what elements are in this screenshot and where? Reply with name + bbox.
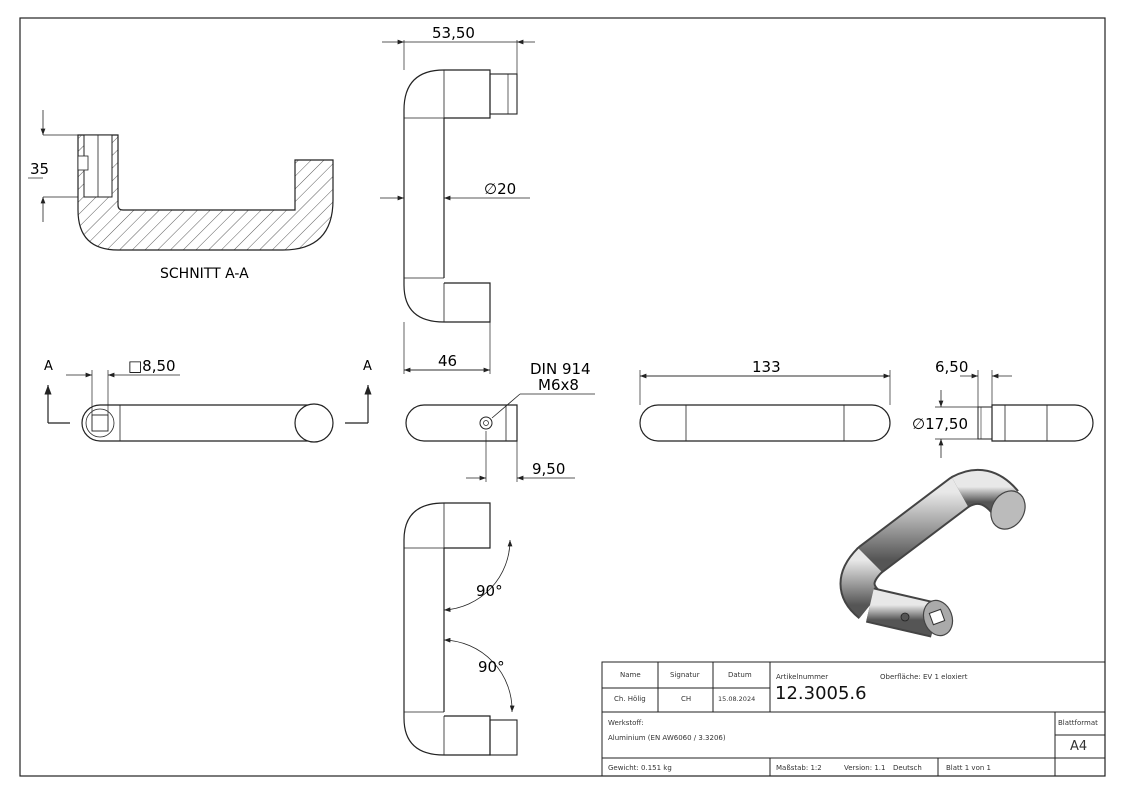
screw-position-dim: 9,50: [532, 460, 565, 478]
section-title: SCHNITT A-A: [160, 266, 249, 282]
screw-norm: DIN 914: [530, 360, 591, 378]
side-view-bottom: 90° 90°: [403, 502, 518, 756]
section-marker-left: A: [44, 359, 53, 374]
tb-article-label: Artikelnummer: [776, 673, 829, 681]
top-width-dim: 53,50: [432, 24, 475, 42]
handle-diameter-dim: ∅20: [484, 180, 516, 198]
tb-date-value: 15.08.2024: [718, 695, 756, 703]
side-view-top: 53,50 ∅20 46: [380, 24, 535, 374]
tb-language: Deutsch: [893, 764, 922, 772]
rosette-width-dim: 6,50: [935, 358, 968, 376]
tb-signature-value: CH: [681, 695, 692, 703]
grub-screw: [77, 155, 89, 171]
angle-bottom-dim: 90°: [478, 658, 505, 676]
leg-length-dim: 46: [438, 352, 457, 370]
angle-top-dim: 90°: [476, 582, 503, 600]
front-view-left: A A □8,50: [44, 357, 372, 443]
tb-weight: Gewicht: 0.151 kg: [608, 764, 672, 772]
top-view-right: 133: [639, 358, 891, 442]
section-marker-right: A: [363, 359, 372, 374]
isometric-render: [839, 468, 1026, 638]
tb-format-value: A4: [1070, 739, 1088, 754]
tb-material-label: Werkstoff:: [608, 719, 644, 727]
tb-scale: Maßstab: 1:2: [776, 764, 822, 772]
tb-surface: Oberfläche: EV 1 eloxiert: [880, 673, 968, 681]
sheet-border: [19, 17, 1106, 777]
tb-signature-header: Signatur: [670, 671, 700, 679]
tb-name-header: Name: [620, 671, 641, 679]
section-depth-label: 35: [30, 160, 49, 178]
total-length-dim: 133: [752, 358, 781, 376]
tb-material-value: Aluminium (EN AW6060 / 3.3206): [608, 734, 726, 742]
tb-format-label: Blattformat: [1058, 719, 1098, 727]
tb-date-header: Datum: [728, 671, 752, 679]
rosette-diameter-dim: ∅17,50: [912, 415, 968, 433]
square-dim: □8,50: [128, 357, 176, 375]
section-view-a-a: 35 SCHNITT A-A: [28, 110, 334, 282]
tb-sheet: Blatt 1 von 1: [946, 764, 991, 772]
end-view-right: 6,50 ∅17,50: [912, 358, 1094, 458]
screw-size: M6x8: [538, 376, 579, 394]
tb-version: Version: 1.1: [844, 764, 886, 772]
title-block: [601, 661, 1106, 777]
section-profile: [77, 134, 334, 251]
front-view-middle: DIN 914 M6x8 9,50: [405, 360, 595, 482]
tb-name-value: Ch. Hölig: [614, 695, 646, 703]
tb-article-number: 12.3005.6: [775, 683, 867, 704]
